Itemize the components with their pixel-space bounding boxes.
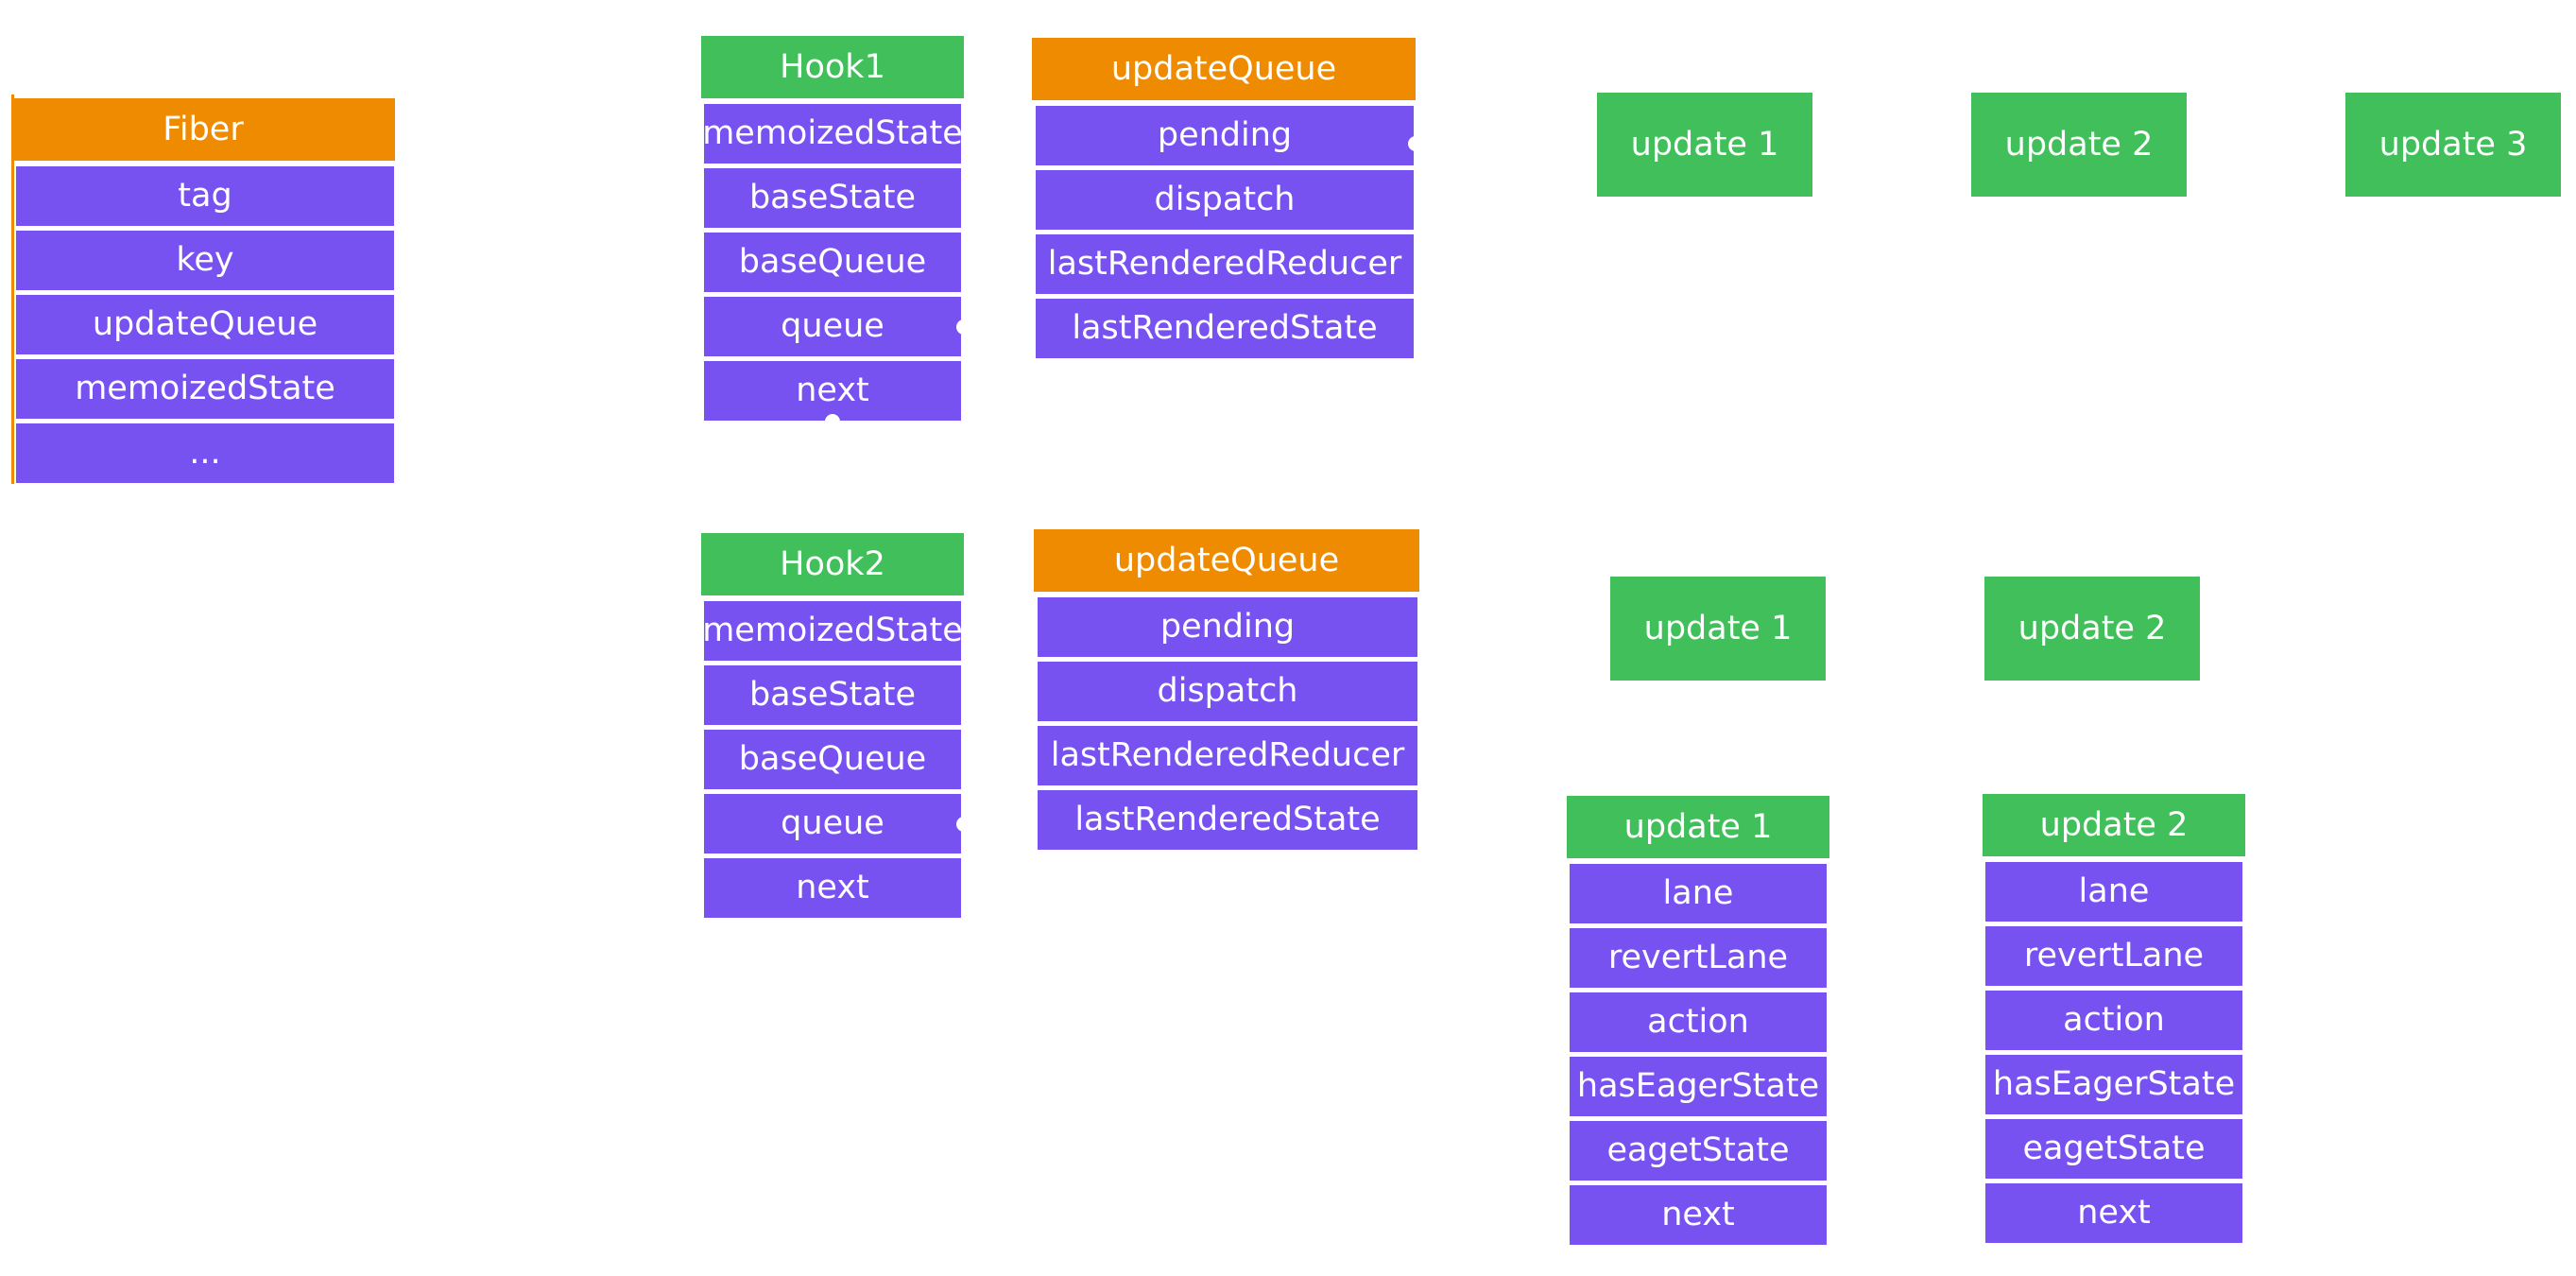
update-detail-2-field-action: action [1985, 991, 2242, 1050]
ring1-update-1: update 1 [1597, 93, 1812, 197]
queue1-field-dispatch: dispatch [1036, 170, 1414, 230]
hook2-field-basequeue: baseQueue [704, 730, 961, 789]
update-detail-2-title: update 2 [1983, 794, 2245, 856]
queue1-field-lastrenderedreducer: lastRenderedReducer [1036, 234, 1414, 294]
ring2-update-1: update 1 [1610, 577, 1826, 681]
queue2-field-pending: pending [1038, 597, 1417, 657]
fiber-field-memoizedstate: memoizedState [16, 359, 394, 419]
update-detail-1-title: update 1 [1567, 796, 1829, 858]
queue2-field-dispatch: dispatch [1038, 662, 1417, 721]
update-detail-1-field-next: next [1570, 1185, 1827, 1245]
fiber-left-border [11, 95, 14, 484]
update-detail-2-field-revertlane: revertLane [1985, 926, 2242, 986]
hook2-field-queue: queue [704, 794, 961, 854]
ring2-update-2: update 2 [1984, 577, 2200, 681]
hook1-field-memoizedstate: memoizedState [702, 104, 963, 164]
ring1-update-3: update 3 [2345, 93, 2561, 197]
queue1-field-pending: pending [1036, 106, 1414, 165]
queue2-field-lastrenderedreducer: lastRenderedReducer [1038, 726, 1417, 785]
fiber-field-tag: tag [16, 166, 394, 226]
hook1-next-connector-dot [825, 414, 840, 429]
hook2-queue-connector-dot [956, 817, 971, 832]
queue1-pending-connector-dot [1408, 136, 1423, 151]
queue1-field-lastrenderedstate: lastRenderedState [1036, 299, 1414, 358]
update-detail-2-field-eagetstate: eagetState [1985, 1119, 2242, 1179]
hook1-field-basequeue: baseQueue [704, 233, 961, 292]
hook2-field-memoizedstate: memoizedState [702, 601, 963, 661]
queue2-field-lastrenderedstate: lastRenderedState [1038, 790, 1417, 850]
update-detail-1-field-eagetstate: eagetState [1570, 1121, 1827, 1181]
hook2-field-next: next [704, 858, 961, 918]
hook1-title: Hook1 [701, 36, 964, 98]
update-detail-1-field-action: action [1570, 992, 1827, 1052]
fiber-field-updatequeue: updateQueue [16, 295, 394, 354]
fiber-field-ellipsis: ... [16, 423, 394, 483]
update-detail-1-field-lane: lane [1570, 864, 1827, 923]
queue1-title: updateQueue [1032, 38, 1416, 100]
update-detail-2-field-lane: lane [1985, 862, 2242, 922]
fiber-title: Fiber [11, 98, 395, 161]
update-detail-1-field-haseagerstate: hasEagerState [1570, 1057, 1827, 1116]
queue2-title: updateQueue [1034, 529, 1419, 592]
update-detail-2-field-haseagerstate: hasEagerState [1985, 1055, 2242, 1114]
update-detail-2-field-next: next [1985, 1183, 2242, 1243]
hook2-title: Hook2 [701, 533, 964, 595]
hook1-queue-connector-dot [956, 319, 971, 335]
ring1-update-2: update 2 [1971, 93, 2187, 197]
hook2-field-basestate: baseState [704, 665, 961, 725]
fiber-field-key: key [16, 231, 394, 290]
hook1-field-next: next [704, 361, 961, 421]
hook1-field-queue: queue [704, 297, 961, 356]
update-detail-1-field-revertlane: revertLane [1570, 928, 1827, 988]
hook1-field-basestate: baseState [704, 168, 961, 228]
